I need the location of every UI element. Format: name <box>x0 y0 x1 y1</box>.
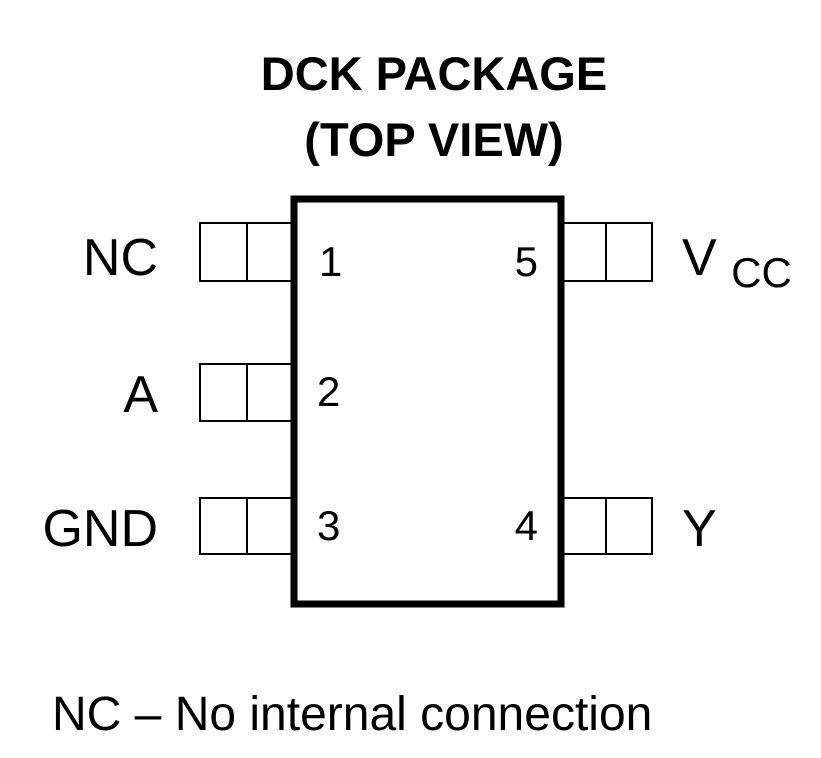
pin-4 <box>560 497 653 555</box>
pin-2-name: A <box>123 366 158 424</box>
title-line-1: DCK PACKAGE <box>261 47 607 100</box>
pin-4-number: 4 <box>515 502 538 549</box>
pin-3 <box>199 497 295 555</box>
pin-5-name-main: V <box>682 229 717 287</box>
pin-1-name: NC <box>83 229 158 287</box>
nc-footnote: NC – No internal connection <box>52 688 652 741</box>
pin-5 <box>560 222 653 282</box>
pin-5-name: V CC <box>682 229 792 296</box>
pin-2 <box>199 363 295 422</box>
pin-2-number: 2 <box>317 368 340 415</box>
pin-1 <box>199 222 295 282</box>
pin-5-number: 5 <box>515 238 538 285</box>
pin-5-name-subscript: CC <box>731 249 792 296</box>
pin-1-number: 1 <box>319 238 342 285</box>
pin-3-name: GND <box>42 500 158 558</box>
pin-4-name: Y <box>682 500 717 558</box>
pin-3-number: 3 <box>317 502 340 549</box>
title-line-2: (TOP VIEW) <box>304 113 563 166</box>
